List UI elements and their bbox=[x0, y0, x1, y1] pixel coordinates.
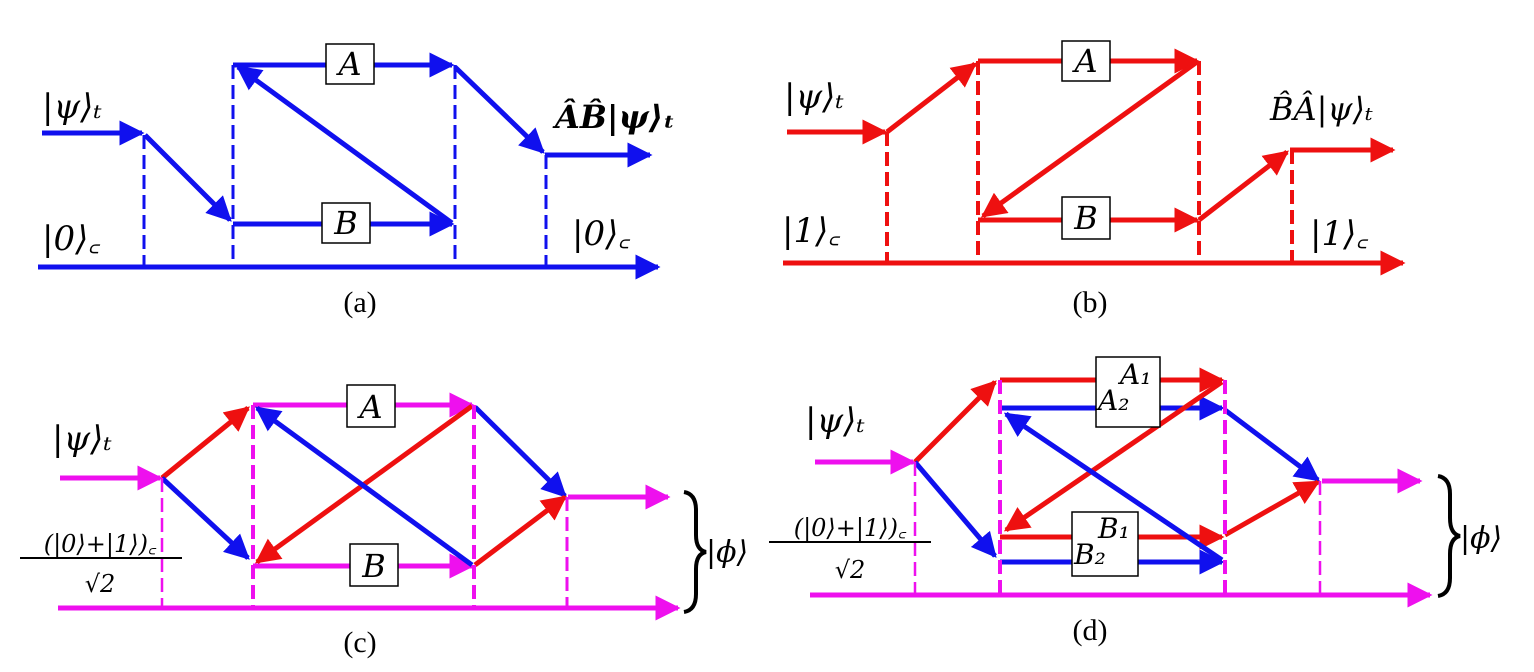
panel-c-blue-diag-out bbox=[473, 405, 567, 498]
panel-a-control-in-label: |0⟩꜀ bbox=[42, 219, 100, 259]
panel-a-output-label: ÂB̂|ψ⟩ₜ bbox=[552, 98, 675, 136]
panel-a-cross-diag bbox=[235, 64, 454, 226]
panel-b-box-b-label: B bbox=[1073, 199, 1098, 237]
panel-b-box-b bbox=[1061, 196, 1111, 240]
panel-c-control-numerator: (|0⟩+|1⟩)꜀ bbox=[44, 530, 157, 559]
panel-a-box-a bbox=[325, 43, 375, 85]
panel-c-output-brace bbox=[683, 490, 707, 614]
panel-c-box-b bbox=[349, 543, 399, 587]
panel-a-box-b-label: B bbox=[333, 204, 358, 242]
panel-d-blue-diag-in bbox=[913, 460, 997, 558]
panel-c-box-a-label: A bbox=[356, 388, 382, 426]
panel-c-red-diag-in bbox=[160, 406, 250, 480]
panel-d-box-a1-label: A₁ bbox=[1117, 358, 1151, 391]
panel-d-box-a2-label: A₂ bbox=[1095, 384, 1129, 417]
panel-b-control-in-label: |1⟩꜀ bbox=[782, 211, 840, 251]
panel-c-blue-cross bbox=[254, 405, 474, 568]
panel-d-red-diag-in bbox=[913, 380, 997, 464]
panel-c-box-b-label: B bbox=[361, 547, 386, 585]
panel-d-box-b2-label: B₂ bbox=[1073, 538, 1106, 571]
panel-c-output-label: |ϕ⟩ bbox=[706, 535, 748, 570]
panel-d-control-numerator: (|0⟩+|1⟩)꜀ bbox=[794, 514, 907, 543]
panel-c-input-label: |ψ⟩ₜ bbox=[52, 419, 112, 459]
panel-d-box-b1-label: B₁ bbox=[1097, 512, 1130, 545]
panel-a-box-a-label: A bbox=[335, 45, 361, 83]
panel-d-control-denominator: √2 bbox=[835, 556, 866, 584]
panel-a-control-out-label: |0⟩꜀ bbox=[572, 214, 630, 254]
panel-d-output-brace bbox=[1437, 474, 1461, 598]
panel-b-input-label: |ψ⟩ₜ bbox=[784, 77, 844, 117]
panel-c-caption: (c) bbox=[343, 626, 376, 659]
panel-d-red-cross bbox=[1003, 379, 1224, 533]
panel-d-box-a bbox=[1095, 356, 1161, 428]
panel-d-input-label: |ψ⟩ₜ bbox=[805, 401, 865, 441]
panel-c-blue-diag-in bbox=[160, 476, 250, 560]
panel-a-diag-1 bbox=[143, 133, 232, 222]
panel-d-blue-diag-out bbox=[1223, 408, 1320, 482]
panel-b-box-a bbox=[1061, 40, 1111, 82]
panel-c-box-a bbox=[346, 384, 396, 428]
panel-b-output-label: B̂Â|ψ⟩ₜ bbox=[1269, 90, 1373, 128]
panel-d-red-diag-out bbox=[1223, 479, 1321, 538]
panel-a-diag-2 bbox=[453, 65, 545, 154]
panel-d-box-b bbox=[1071, 511, 1139, 577]
panel-d-output-label: |ϕ⟩ bbox=[1460, 521, 1502, 556]
panel-c-control-denominator: √2 bbox=[85, 570, 116, 598]
panel-b-diag-2 bbox=[1197, 150, 1289, 222]
panel-a-input-label: |ψ⟩ₜ bbox=[42, 87, 102, 127]
panel-c-red-diag-out bbox=[473, 495, 567, 567]
panel-d-caption: (d) bbox=[1073, 614, 1108, 647]
panel-d-blue-cross bbox=[1003, 411, 1224, 563]
panel-a-box-b bbox=[321, 202, 371, 244]
panel-b-box-a-label: A bbox=[1071, 42, 1097, 80]
panel-b-caption: (b) bbox=[1073, 286, 1108, 319]
panel-c bbox=[58, 392, 681, 621]
panel-a-caption: (a) bbox=[343, 286, 376, 319]
panel-b-cross-diag bbox=[980, 59, 1199, 219]
panel-b-control-out-label: |1⟩꜀ bbox=[1310, 214, 1368, 254]
panel-b-diag-1 bbox=[885, 62, 977, 134]
